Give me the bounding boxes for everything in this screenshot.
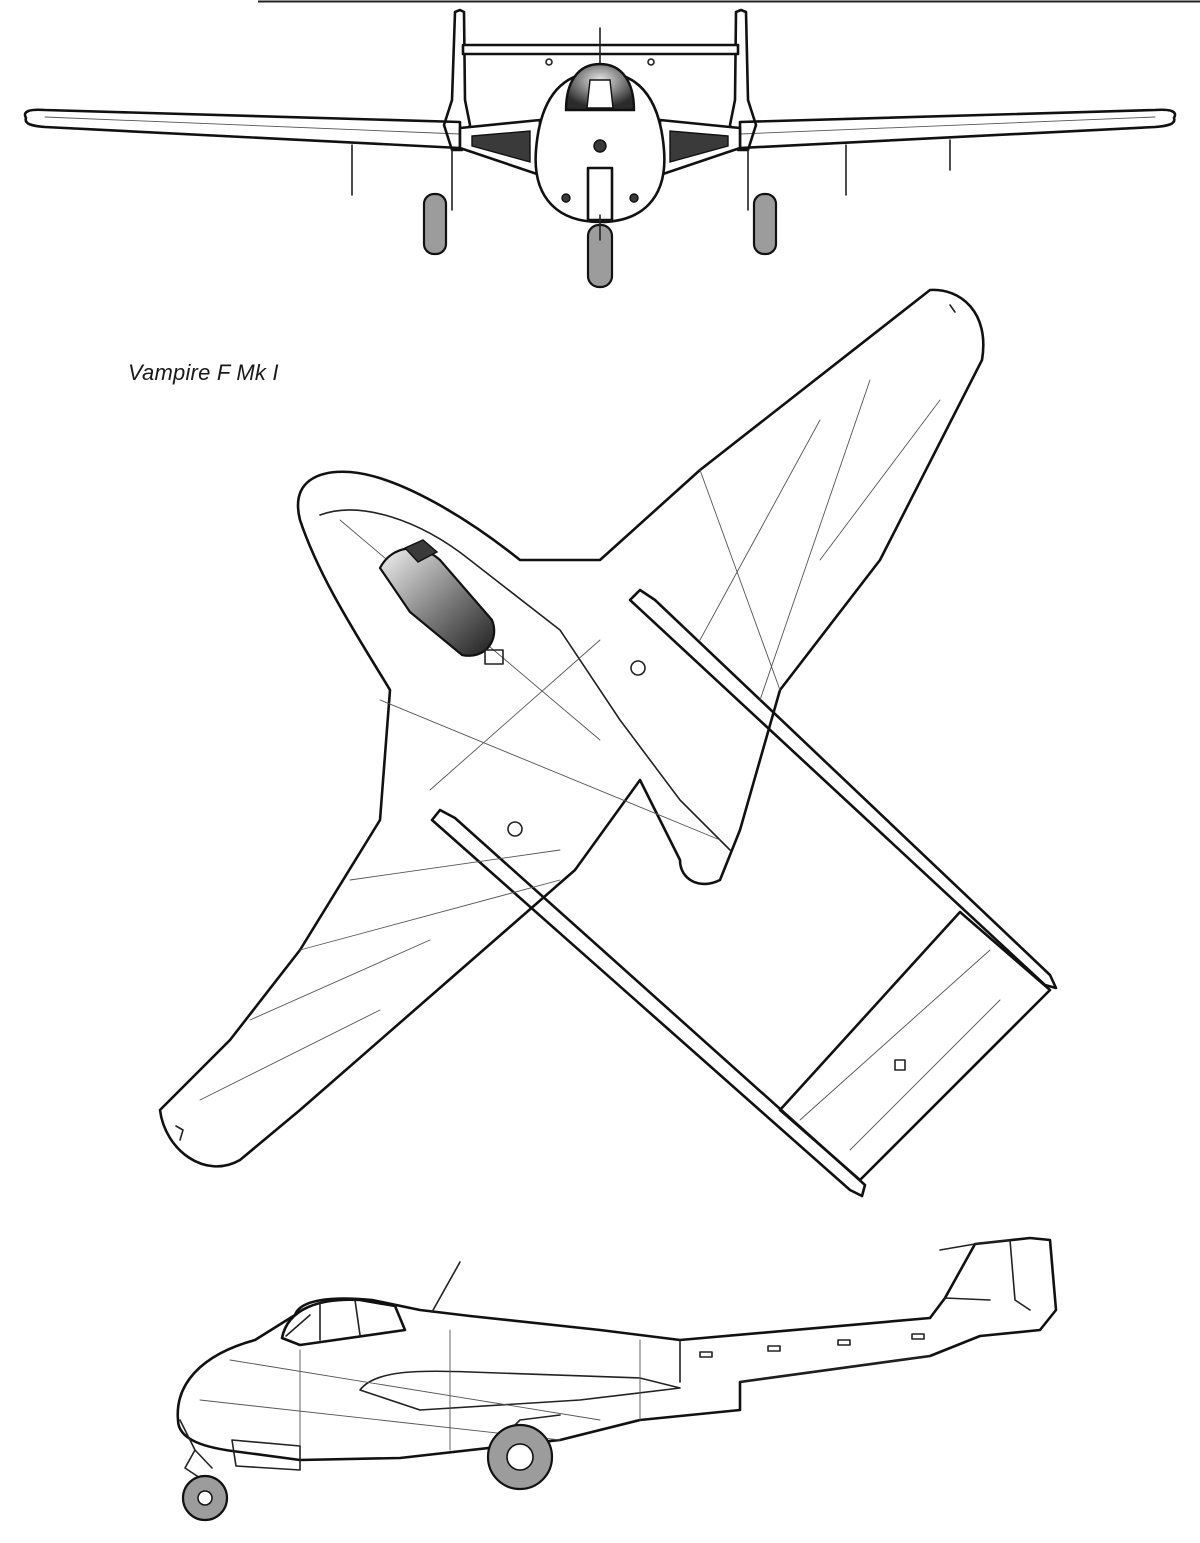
- side-canopy-frames: [285, 1299, 361, 1341]
- plan-tailplane: [778, 910, 1052, 1182]
- side-boom-lines: [679, 1339, 931, 1383]
- side-view: [176, 1236, 1058, 1522]
- plan-fuselage-pod: [319, 509, 731, 851]
- side-wing-root: [359, 1370, 681, 1411]
- front-wing-outline-right: [738, 108, 1177, 150]
- side-canopy: [280, 1298, 407, 1347]
- side-ventral-fairing: [231, 1439, 301, 1471]
- side-aerial-mast: [431, 1261, 461, 1313]
- side-fuselage-outline: [176, 1236, 1058, 1462]
- plan-elevator-lines: [799, 949, 1001, 1151]
- side-nose-wheel-hub: [197, 1490, 213, 1506]
- front-wing-panel-lines: [44, 116, 1156, 135]
- plan-windscreen: [403, 539, 439, 563]
- front-windscreen: [586, 79, 614, 109]
- front-view: [23, 8, 1177, 289]
- front-gun-port: [593, 139, 607, 153]
- side-panel-lines: [199, 1329, 641, 1451]
- front-nose-gear-door: [586, 166, 614, 222]
- front-left-intake-mouth: [471, 130, 531, 163]
- front-gun-port-right: [629, 193, 639, 203]
- front-right-main-wheel: [752, 192, 778, 256]
- side-boom-hatches: [699, 1333, 925, 1358]
- front-small-fitting-left: [545, 58, 553, 66]
- side-fin-details: [939, 1239, 1031, 1311]
- front-wing-fittings: [351, 139, 951, 196]
- plan-access-panel: [484, 649, 504, 665]
- front-right-fin: [728, 8, 758, 152]
- aircraft-designation-title: Vampire F Mk I: [128, 360, 279, 385]
- plan-tail-boom-lower: [430, 808, 867, 1198]
- plan-fuel-cap-1: [630, 660, 646, 676]
- side-main-wheel-hub: [506, 1443, 534, 1471]
- front-small-fitting-right: [647, 58, 655, 66]
- side-nose-gear-strut: [179, 1419, 213, 1479]
- plan-fuel-cap-2: [507, 821, 523, 837]
- plan-canopy: [378, 547, 496, 657]
- plan-tail-boom-upper: [628, 588, 1058, 990]
- front-wing-outline: [23, 108, 462, 150]
- plan-wingtip-light-left: [175, 1125, 184, 1141]
- plan-trim-tab: [894, 1059, 906, 1071]
- plan-wing-rib-lines: [199, 379, 941, 1101]
- front-left-main-wheel: [422, 192, 448, 256]
- front-right-intake-mouth: [669, 130, 729, 163]
- plan-view: [158, 288, 1058, 1198]
- plan-wing-outline: [158, 288, 985, 1168]
- plan-wingtip-light-right: [949, 304, 956, 313]
- front-gun-port-left: [561, 193, 571, 203]
